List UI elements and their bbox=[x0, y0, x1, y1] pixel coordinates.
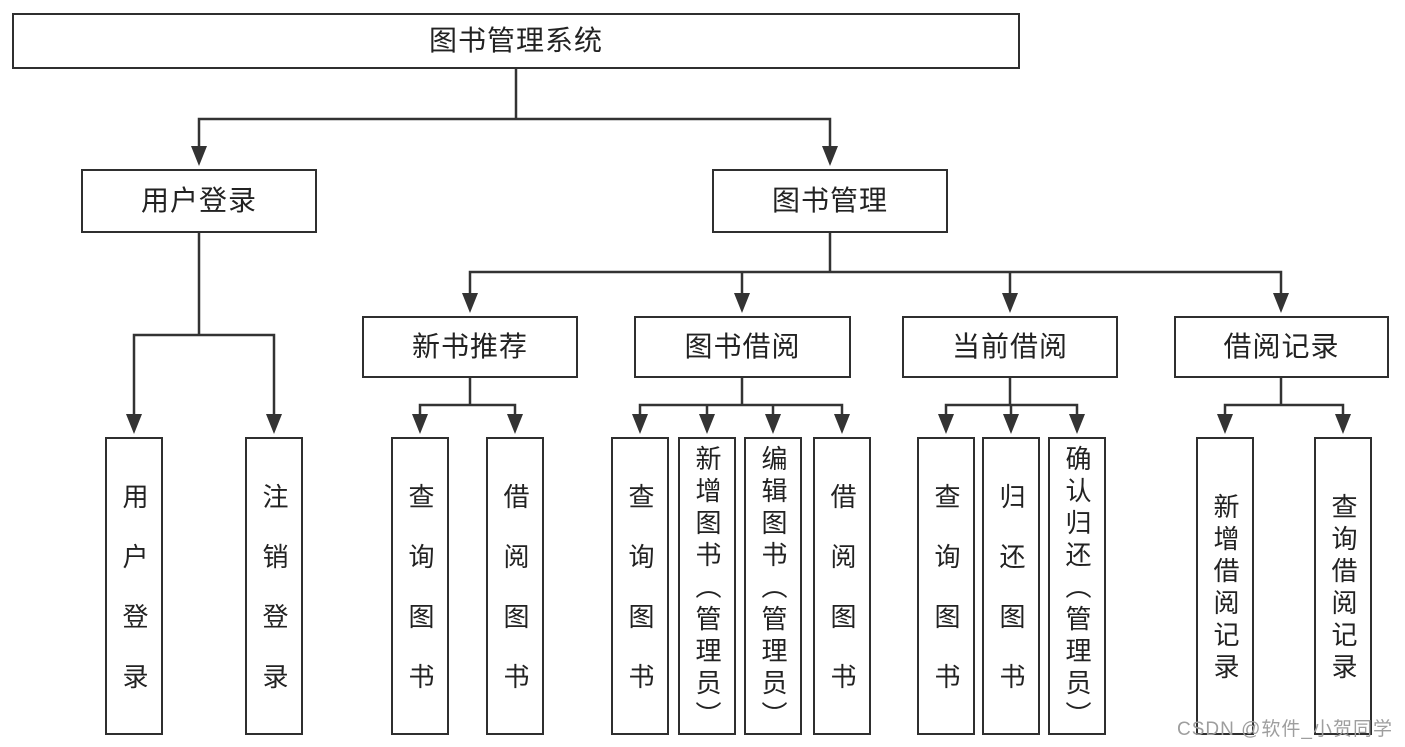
connector-segments bbox=[132, 66, 1345, 416]
node-current-borrowing: 当前借阅 bbox=[902, 316, 1118, 378]
leaf-borrow-books-recommend: 借阅图书 bbox=[486, 437, 544, 735]
leaf-query-books-current: 查询图书 bbox=[917, 437, 975, 735]
leaf-borrow-books: 借阅图书 bbox=[813, 437, 871, 735]
leaf-query-borrow-record: 查询借阅记录 bbox=[1314, 437, 1372, 735]
leaf-return-books: 归还图书 bbox=[982, 437, 1040, 735]
node-new-book-recommend: 新书推荐 bbox=[362, 316, 578, 378]
leaf-edit-books-admin: 编辑图书（管理员） bbox=[744, 437, 802, 735]
leaf-logout: 注销登录 bbox=[245, 437, 303, 735]
leaf-add-books-admin: 新增图书（管理员） bbox=[678, 437, 736, 735]
node-user-login: 用户登录 bbox=[81, 169, 317, 233]
arrowheads bbox=[126, 146, 1351, 434]
leaf-user-login: 用户登录 bbox=[105, 437, 163, 735]
leaf-add-borrow-record: 新增借阅记录 bbox=[1196, 437, 1254, 735]
node-book-borrowing: 图书借阅 bbox=[634, 316, 851, 378]
node-borrow-records: 借阅记录 bbox=[1174, 316, 1389, 378]
leaf-confirm-return-admin: 确认归还（管理员） bbox=[1048, 437, 1106, 735]
leaf-query-books-borrow: 查询图书 bbox=[611, 437, 669, 735]
node-root: 图书管理系统 bbox=[12, 13, 1020, 69]
leaf-query-books-recommend: 查询图书 bbox=[391, 437, 449, 735]
node-book-management: 图书管理 bbox=[712, 169, 948, 233]
csdn-watermark: CSDN @软件_小贺同学 bbox=[1177, 719, 1393, 740]
